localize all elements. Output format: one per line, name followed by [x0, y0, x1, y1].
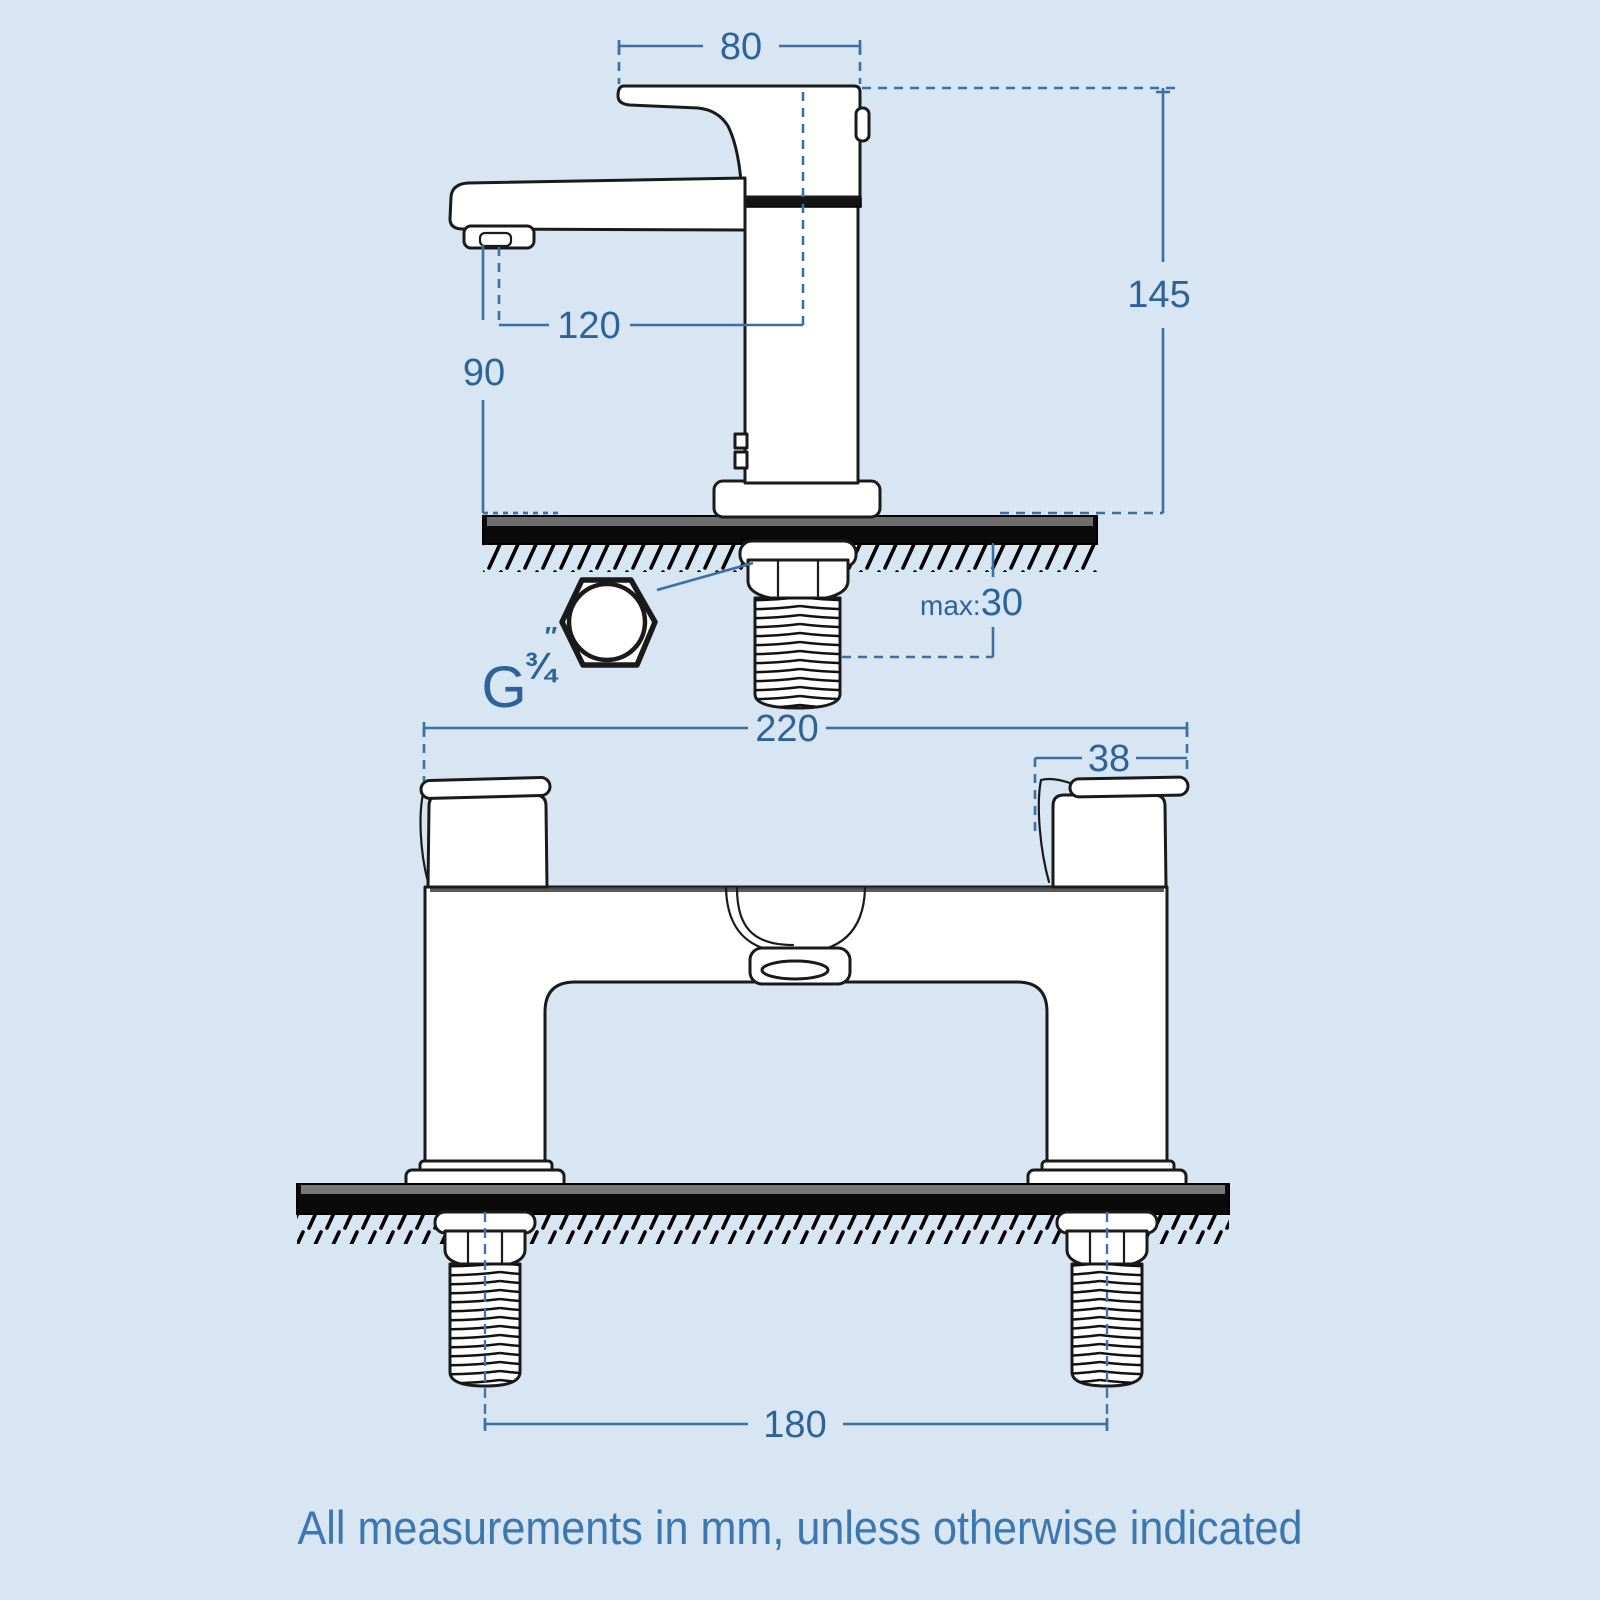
bridge-top-shadow	[430, 887, 1164, 892]
measurements-note: All measurements in mm, unless otherwise…	[298, 1501, 1303, 1554]
dim-label-80: 80	[720, 26, 762, 68]
deck-top-edge	[301, 1185, 1225, 1194]
right-handle-cap	[1068, 775, 1190, 799]
side-view-drawing: G ¾ ″ 80 145 120	[448, 26, 1191, 720]
spout-outlet-lip	[760, 959, 830, 981]
tap-body-bridge	[423, 885, 1169, 1164]
tap-base-escutcheon	[712, 479, 882, 519]
dimension-handle-width: 38	[1033, 738, 1187, 831]
tap-spout	[448, 176, 747, 250]
dim-label-90: 90	[463, 352, 505, 394]
dim-label-max30: max:30	[920, 582, 1023, 624]
thread-size-g: G	[481, 655, 526, 720]
body-clip-detail	[733, 450, 749, 470]
tap-lever-handle	[616, 84, 871, 199]
dimension-overall-width: 220	[422, 708, 1189, 781]
dim-label-145: 145	[1127, 274, 1190, 316]
left-handle-back-edge	[419, 788, 430, 884]
thread-size-fraction: ¾	[524, 646, 559, 688]
left-pillar-handle	[419, 776, 552, 889]
dim-label-220: 220	[755, 708, 818, 750]
dimension-spout-reach: 120	[497, 92, 805, 347]
hex-nut-detail	[559, 561, 754, 668]
dimension-handle-length: 80	[617, 26, 862, 84]
deck-top-edge	[487, 517, 1093, 526]
left-handle-cap	[419, 776, 552, 800]
dim-label-38: 38	[1088, 738, 1130, 780]
tail-locknut	[746, 558, 850, 600]
right-handle-back-edge	[1037, 778, 1051, 884]
dimension-max-deck-thickness: max:30	[842, 543, 1023, 659]
dimension-tail-centres: 180	[483, 1212, 1109, 1446]
left-handle-body	[426, 793, 549, 889]
body-clip-detail	[733, 432, 749, 450]
hex-leader-line	[656, 561, 754, 592]
tap-body-column	[733, 203, 860, 485]
right-pillar-handle	[1037, 775, 1190, 889]
center-spout-dome	[724, 886, 867, 986]
aerator-lip	[478, 231, 513, 248]
max-prefix: max:	[920, 590, 981, 621]
thread-size-inch-mark: ″	[545, 621, 557, 651]
dim-label-180: 180	[763, 1404, 826, 1446]
spout-aerator	[462, 224, 536, 250]
dim-label-120: 120	[557, 305, 620, 347]
dimension-overall-height: 145	[862, 86, 1191, 515]
handle-side-button	[854, 106, 871, 143]
thread-size-label: G ¾ ″	[481, 621, 559, 720]
dimension-spout-height: 90	[463, 245, 558, 515]
max-value: 30	[981, 582, 1023, 624]
right-handle-body	[1051, 793, 1168, 889]
side-view-threaded-tail	[738, 539, 858, 710]
front-view-drawing: 220 38 180	[296, 708, 1230, 1446]
